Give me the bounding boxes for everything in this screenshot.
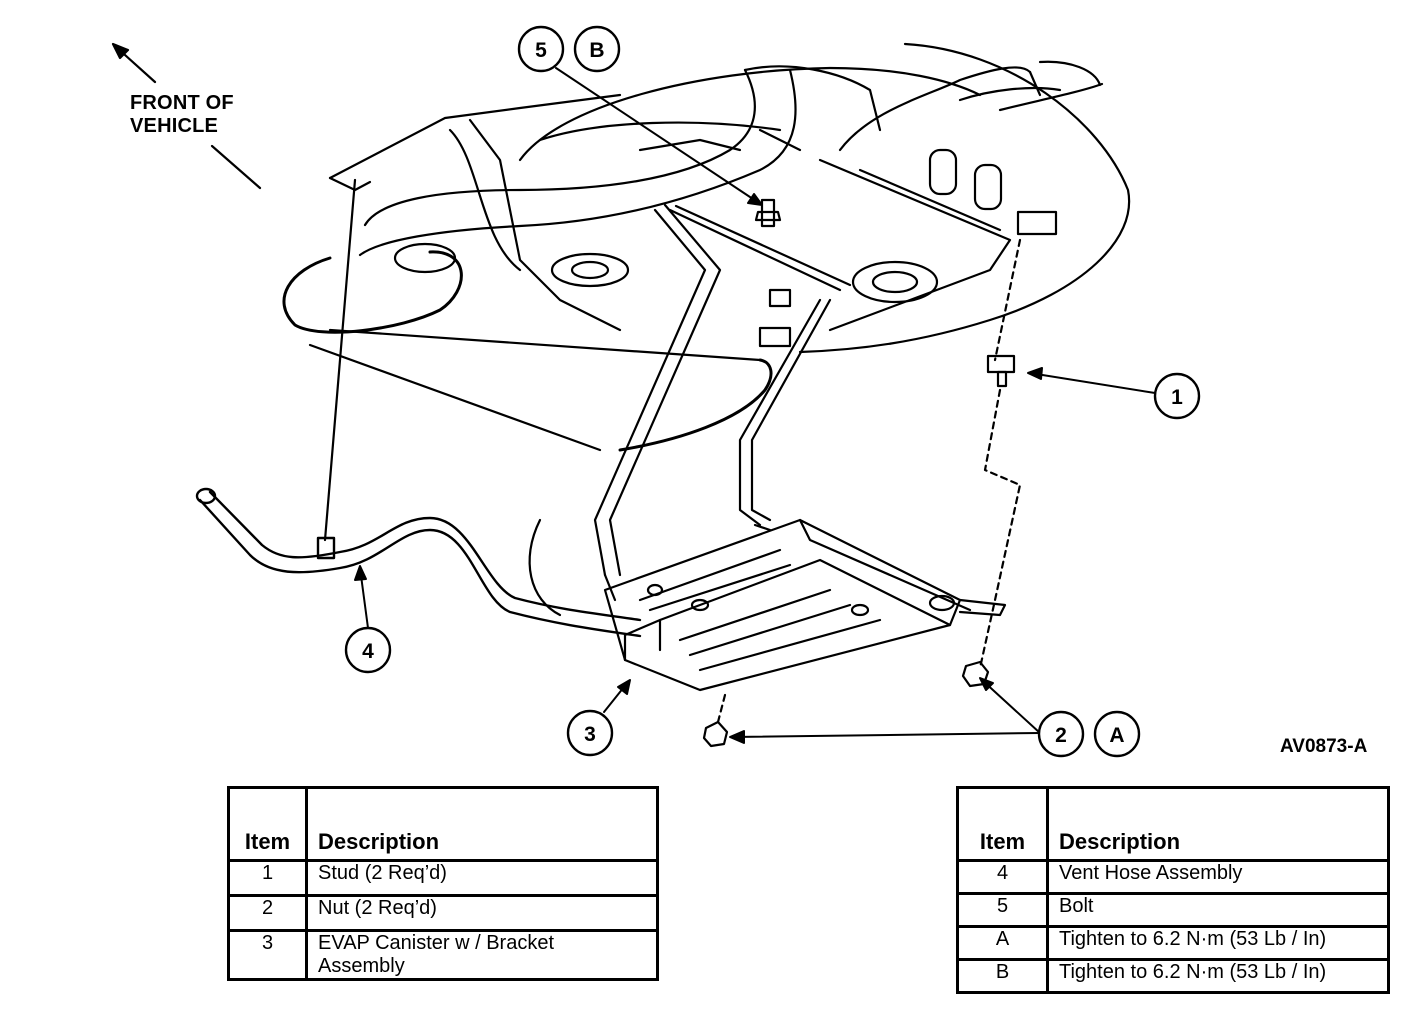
row-item: B [956,958,1049,994]
table-row: B Tighten to 6.2 N·m (53 Lb / In) [956,958,1390,994]
table-row: 2 Nut (2 Req’d) [227,894,659,932]
table-row: 4 Vent Hose Assembly [956,859,1390,895]
nut-icon-2 [702,720,729,748]
row-description: Vent Hose Assembly [1046,859,1390,895]
table-row: A Tighten to 6.2 N·m (53 Lb / In) [956,925,1390,961]
callout-1 [1153,372,1201,420]
legend-header: Item Description [956,786,1390,862]
legend-table-right: Item Description 4 Vent Hose Assembly 5 … [956,786,1390,994]
row-description: Nut (2 Req’d) [305,894,659,932]
clip-2 [758,326,792,348]
header-item: Item [227,786,308,862]
front-of-vehicle-label: FRONT OF VEHICLE [130,92,234,138]
front-label-line-2: VEHICLE [130,115,219,137]
callout-b [573,25,621,73]
row-description: Tighten to 6.2 N·m (53 Lb / In) [1046,925,1390,961]
callout-4 [344,626,392,674]
row-description: Bolt [1046,892,1390,928]
callout-3-label: 3 [584,723,596,746]
table-row: 5 Bolt [956,892,1390,928]
row-item: 1 [227,859,308,897]
legend-header: Item Description [227,786,659,862]
header-description: Description [305,786,659,862]
callout-4-label: 4 [362,640,374,663]
upper-bracket [1016,210,1058,236]
table-row: 3 EVAP Canister w / Bracket Assembly [227,929,659,981]
legend-table-left: Item Description 1 Stud (2 Req’d) 2 Nut … [227,786,659,981]
brake-line [618,358,773,452]
table-row: 1 Stud (2 Req’d) [227,859,659,897]
callout-1-label: 1 [1171,386,1183,409]
front-arrow-icon [111,42,262,190]
hose-loop [282,250,463,334]
figure-id: AV0873-A [1280,736,1368,757]
callout-b-label: B [589,39,604,62]
stud-icon [986,354,1016,388]
vent-hose [195,487,642,638]
callout-a [1093,710,1141,758]
front-label-line-1: FRONT OF [130,92,234,114]
row-description: Stud (2 Req’d) [305,859,659,897]
row-item: A [956,925,1049,961]
row-item: 5 [956,892,1049,928]
callout-2-label: 2 [1055,724,1067,747]
bolt-icon [754,198,782,228]
header-description: Description [1046,786,1390,862]
row-description: Tighten to 6.2 N·m (53 Lb / In) [1046,958,1390,994]
callout-3 [566,709,614,757]
callouts [344,25,1201,758]
clip [768,288,792,308]
callout-a-label: A [1109,724,1124,747]
row-item: 2 [227,894,308,932]
vehicle-floor-pan [328,42,1131,354]
callout-5-label: 5 [535,39,547,62]
leader-arrows [354,67,1156,744]
row-description-line-1: EVAP Canister w / Bracket [318,932,555,954]
evap-canister-bracket [603,518,1007,692]
row-item: 4 [956,859,1049,895]
header-item: Item [956,786,1049,862]
exhaust-pipe [358,60,1104,274]
callout-2 [1037,710,1085,758]
vapor-line [528,203,832,617]
callout-5 [517,25,565,73]
row-description-line-2: Assembly [318,955,405,977]
row-description: EVAP Canister w / Bracket Assembly [305,929,659,981]
row-item: 3 [227,929,308,981]
canister-diagram: 5 B 1 4 3 2 A [111,25,1201,758]
